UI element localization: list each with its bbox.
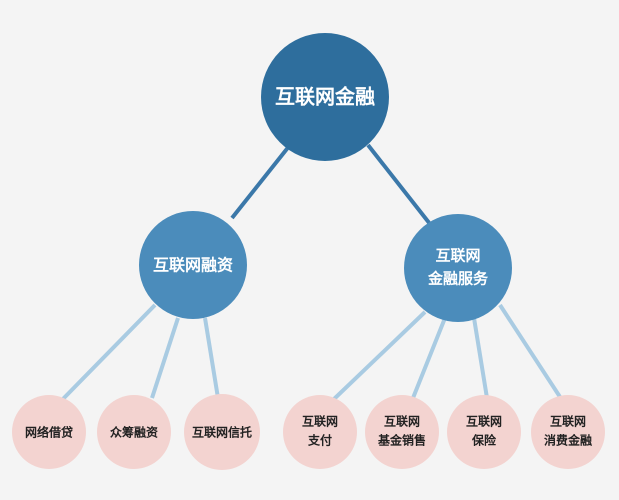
leaf-node-payment-circle: [283, 395, 357, 469]
leaf-node-trust-circle: [184, 394, 260, 470]
edge-financing-to-p2p: [60, 303, 157, 402]
leaf-node-consumer-finance-label-line2: 消费金融: [544, 433, 592, 448]
edge-financing-to-trust: [203, 317, 220, 399]
edge-services-to-consumer: [498, 303, 564, 402]
mid-node-financing: 互联网融资: [139, 211, 247, 319]
leaf-node-payment-label-line1: 互联网: [302, 415, 338, 429]
leaf-node-consumer-finance-label-line1: 互联网: [550, 415, 586, 429]
mid-node-services: 互联网 金融服务: [404, 214, 512, 322]
root-node: 互联网金融: [261, 33, 389, 161]
leaf-node-payment: 互联网 支付: [283, 395, 357, 469]
leaf-node-crowdfunding-circle: [97, 395, 171, 469]
leaf-node-payment-label-line2: 支付: [307, 433, 332, 448]
leaf-node-crowdfunding-label: 众筹融资: [110, 425, 158, 440]
leaf-node-fund-sales-label-line2: 基金销售: [377, 433, 426, 448]
mid-node-financing-circle: [139, 211, 247, 319]
mid-node-services-label-line1: 互联网: [435, 247, 480, 265]
leaf-node-fund-sales-label-line1: 互联网: [384, 415, 420, 429]
edge-financing-to-crowdfunding: [150, 317, 180, 399]
leaf-node-insurance-label-line2: 保险: [471, 433, 497, 448]
leaf-node-p2p-circle: [12, 395, 86, 469]
mid-node-financing-label: 互联网融资: [153, 256, 233, 275]
leaf-node-consumer-finance-circle: [531, 395, 605, 469]
edge-root-to-financing: [230, 143, 292, 220]
leaf-node-p2p-label: 网络借贷: [25, 425, 73, 440]
mid-node-services-circle: [404, 214, 512, 322]
leaf-node-consumer-finance: 互联网 消费金融: [531, 395, 605, 469]
leaf-node-fund-sales-circle: [365, 395, 439, 469]
leaf-node-crowdfunding: 众筹融资: [97, 395, 171, 469]
leaf-node-fund-sales: 互联网 基金销售: [365, 395, 439, 469]
edge-services-to-insurance: [472, 317, 489, 399]
root-node-label: 互联网金融: [275, 85, 375, 109]
leaf-node-insurance-label-line1: 互联网: [466, 415, 502, 429]
mid-node-services-label-line2: 金融服务: [427, 270, 489, 288]
leaf-node-trust: 互联网信托: [184, 394, 260, 470]
edge-root-to-services: [366, 143, 432, 226]
edge-services-to-fund: [411, 317, 447, 399]
leaf-node-insurance-circle: [447, 395, 521, 469]
leaf-node-trust-label: 互联网信托: [192, 425, 252, 440]
edge-services-to-payment: [331, 310, 427, 402]
leaf-node-p2p: 网络借贷: [12, 395, 86, 469]
leaf-node-insurance: 互联网 保险: [447, 395, 521, 469]
root-node-circle: [261, 33, 389, 161]
